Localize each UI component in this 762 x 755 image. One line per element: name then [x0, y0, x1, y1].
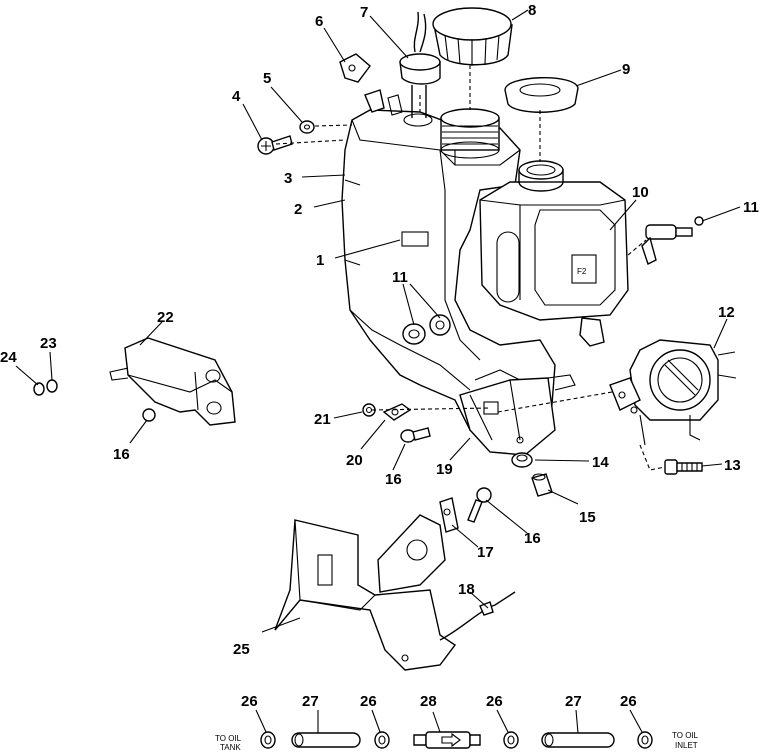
callout-4: 4 — [232, 88, 241, 105]
callout-26-3: 26 — [486, 693, 503, 710]
hose-clamp-2 — [374, 731, 390, 749]
callout-21: 21 — [314, 411, 331, 428]
tank-front: F2 — [479, 160, 629, 347]
pump-bolt — [664, 459, 703, 475]
bracket-screw — [142, 408, 156, 422]
hose-clamp-1 — [260, 731, 276, 749]
callout-13: 13 — [724, 457, 741, 474]
hose-clamp-4 — [637, 731, 653, 749]
callout-16-left: 16 — [113, 446, 130, 463]
callout-2: 2 — [294, 201, 302, 218]
callout-7: 7 — [360, 4, 368, 21]
base-bracket — [274, 514, 457, 671]
callout-1: 1 — [316, 252, 324, 269]
level-sender — [399, 11, 441, 118]
callout-12: 12 — [718, 304, 735, 321]
bracket-washer — [46, 379, 58, 393]
tank-screw — [257, 135, 293, 155]
outlet-fitting — [531, 473, 553, 497]
callout-labels: 1 2 3 4 5 6 7 8 9 10 11 11 12 13 14 15 1… — [0, 2, 759, 710]
callout-27-2: 27 — [565, 693, 582, 710]
callout-3: 3 — [284, 170, 292, 187]
callout-16-right: 16 — [524, 530, 541, 547]
side-bracket — [109, 337, 236, 426]
oil-pump — [609, 339, 737, 446]
callout-18: 18 — [458, 581, 475, 598]
callout-16-center: 16 — [385, 471, 402, 488]
callout-25: 25 — [233, 641, 250, 658]
callout-11-right: 11 — [743, 199, 759, 216]
leader-lines — [15, 9, 741, 734]
callout-11-center: 11 — [392, 269, 408, 286]
svg-text:F2: F2 — [577, 267, 587, 276]
callout-26-2: 26 — [360, 693, 377, 710]
clamp-nut — [362, 403, 376, 417]
vent-fitting — [641, 216, 704, 265]
filler-neck — [440, 108, 500, 159]
hose-clamp-3 — [503, 731, 519, 749]
hose-clamp — [382, 403, 412, 421]
callout-15: 15 — [579, 509, 596, 526]
oil-tank-body — [341, 109, 556, 456]
cap-gasket — [504, 77, 579, 113]
callout-8: 8 — [528, 2, 536, 19]
grommet-right — [429, 314, 451, 336]
note-to-oil-tank-2: TANK — [220, 743, 241, 752]
hose-notes: TO OIL TANK TO OIL INLET — [215, 731, 699, 752]
tank-cap — [432, 7, 513, 66]
clamp-screw — [400, 427, 431, 443]
callout-6: 6 — [315, 13, 323, 30]
note-to-oil-inlet-1: TO OIL — [672, 731, 699, 740]
callout-20: 20 — [346, 452, 363, 469]
note-to-oil-tank-1: TO OIL — [215, 734, 242, 743]
callout-22: 22 — [157, 309, 174, 326]
callout-23: 23 — [40, 335, 57, 352]
mount-screw — [467, 487, 492, 523]
tank-washer — [299, 120, 315, 134]
tank-lower-bracket — [459, 374, 576, 456]
outlet-grommet — [511, 452, 533, 468]
bracket-nut — [33, 382, 45, 396]
note-to-oil-inlet-2: INLET — [675, 741, 698, 750]
callout-27-1: 27 — [302, 693, 319, 710]
inline-filter — [413, 731, 481, 749]
hose-2 — [541, 732, 615, 748]
wire-clip — [339, 53, 403, 116]
callout-26-1: 26 — [241, 693, 258, 710]
callout-19: 19 — [436, 461, 453, 478]
callout-14: 14 — [592, 454, 609, 471]
callout-24: 24 — [0, 349, 17, 366]
callout-17: 17 — [477, 544, 494, 561]
decal — [401, 231, 429, 247]
tie-strap — [439, 591, 516, 641]
callout-26-4: 26 — [620, 693, 637, 710]
callout-9: 9 — [622, 61, 630, 78]
callout-28: 28 — [420, 693, 437, 710]
callout-5: 5 — [263, 70, 271, 87]
mount-clip — [439, 497, 459, 533]
callout-10: 10 — [632, 184, 649, 201]
hose-1 — [291, 732, 361, 748]
grommet-left — [402, 323, 426, 345]
